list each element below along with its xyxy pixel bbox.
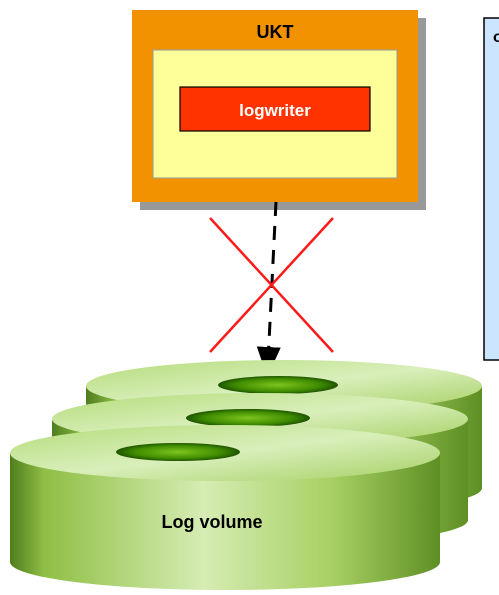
log-volume-stack: Log volume [10, 360, 482, 590]
dashed-arrow-down-icon [256, 201, 281, 377]
note-frame [483, 17, 499, 361]
disk-hole-icon [116, 443, 240, 461]
logwriter-box [179, 86, 371, 132]
ukt-title: UKT [257, 22, 294, 42]
disk-hole-icon [186, 409, 310, 427]
red-x-cross-icon [209, 217, 334, 353]
ukt-box: UKT logwriter [132, 10, 426, 210]
note-visible-text: o [493, 29, 499, 46]
disk-hole-icon [218, 376, 338, 394]
note-box: o [483, 17, 499, 361]
log-volume-disk-front [10, 425, 440, 590]
log-volume-label: Log volume [161, 512, 262, 532]
logwriter-label: logwriter [239, 101, 311, 120]
